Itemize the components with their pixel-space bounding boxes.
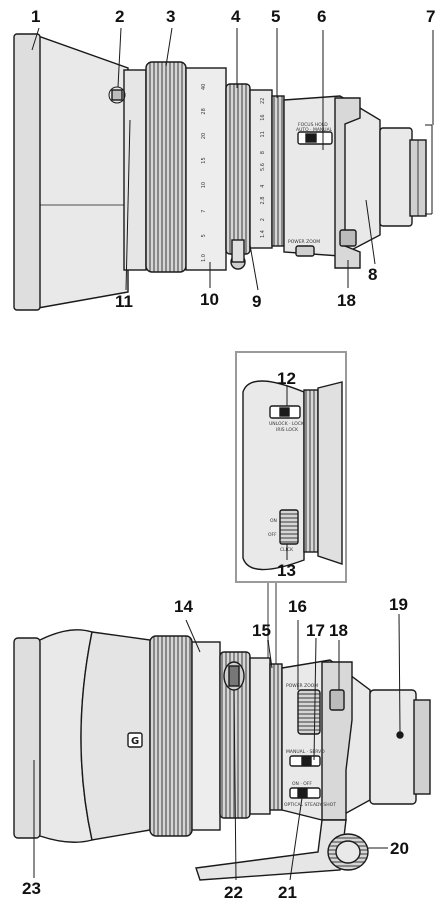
scale-a: 1.0 5 7 10 15 20 28 40 xyxy=(201,84,207,262)
manual-servo-label: MANUAL · SERVO xyxy=(286,749,325,755)
callout-13: 13 xyxy=(277,561,296,580)
zoom-ring xyxy=(145,61,187,273)
scale-b-label-5: 8 xyxy=(260,151,266,154)
top-leaders xyxy=(31,27,434,291)
callout-10: 10 xyxy=(200,290,219,309)
click-off-text: OFF xyxy=(268,532,277,538)
callout-1: 1 xyxy=(31,7,41,26)
auto-manual-label: AUTO · MANUAL xyxy=(296,127,333,133)
scale-barrel xyxy=(185,67,227,271)
scale-a-label-0: 1.0 xyxy=(201,254,207,262)
callout-3: 3 xyxy=(166,7,176,26)
callout-23: 23 xyxy=(22,879,41,898)
click-on-text: ON xyxy=(270,518,277,524)
scale-a-label-1: 5 xyxy=(201,234,207,237)
callout-2: 2 xyxy=(115,7,125,26)
g-badge xyxy=(127,732,143,748)
power-zoom-top-label: POWER ZOOM xyxy=(288,239,320,245)
oss-on-off-label: ON · OFF xyxy=(292,781,312,787)
callout-18-top: 18 xyxy=(337,291,356,310)
scale-b-label-3: 4 xyxy=(260,185,266,188)
tripod-foot xyxy=(195,819,347,881)
callout-5: 5 xyxy=(271,7,281,26)
scale-a-label-2: 7 xyxy=(201,210,207,213)
callout-4: 4 xyxy=(231,7,241,26)
callout-14: 14 xyxy=(174,597,193,616)
scale-a-label-4: 15 xyxy=(201,157,207,163)
callout-12: 12 xyxy=(277,369,296,388)
scale-b-label-2: 2.8 xyxy=(260,197,266,205)
callout-21: 21 xyxy=(278,883,297,902)
scale-b-label-6: 11 xyxy=(260,131,266,137)
top-markings: FOCUS HOLD AUTO · MANUAL POWER ZOOM xyxy=(288,122,333,245)
callout-6: 6 xyxy=(317,7,327,26)
callout-17: 17 xyxy=(306,621,325,640)
bottom-markings: G POWER ZOOM MANUAL · SERVO ON · OFF OPT… xyxy=(131,683,336,808)
g-badge-text: G xyxy=(131,736,139,747)
scale-a-label-6: 28 xyxy=(201,108,207,114)
callout-15: 15 xyxy=(252,621,271,640)
top-lens xyxy=(13,33,427,311)
rear-barrel xyxy=(379,127,413,227)
scale-b-label-1: 2 xyxy=(260,218,266,221)
callout-22: 22 xyxy=(224,883,243,902)
click-switch xyxy=(279,509,299,545)
bottom-power-zoom-switch xyxy=(297,689,321,735)
callout-19: 19 xyxy=(389,595,408,614)
scale-b-label-0: 1.4 xyxy=(260,230,266,238)
bottom-leaders xyxy=(33,613,401,881)
iris-lock-text: UNLOCK · LOCK xyxy=(269,421,305,427)
scale-a-label-5: 20 xyxy=(201,133,207,139)
callout-11: 11 xyxy=(115,292,133,311)
callout-16: 16 xyxy=(288,597,307,616)
inset-ring xyxy=(303,389,319,553)
inset-panel: UNLOCK · LOCK IRIS LOCK ON OFF CLICK xyxy=(235,351,347,690)
callout-9: 9 xyxy=(252,292,262,311)
power-zoom-bottom-label: POWER ZOOM xyxy=(286,683,318,689)
power-zoom-lever-top xyxy=(295,245,315,257)
scale-a-label-7: 40 xyxy=(201,84,207,90)
lens-body xyxy=(283,95,381,257)
scale-b-label-7: 16 xyxy=(260,114,266,120)
callout-7: 7 xyxy=(426,7,436,26)
callout-18-bottom: 18 xyxy=(329,621,348,640)
callout-8: 8 xyxy=(368,265,378,284)
bottom-lens xyxy=(13,629,431,881)
scale-b-label-8: 22 xyxy=(260,98,266,104)
steady-shot-label: OPTICAL STEADY SHOT xyxy=(284,802,336,808)
aperture-ring xyxy=(271,95,285,247)
focus-ring xyxy=(225,83,251,255)
iris-lock-sub-text: IRIS LOCK xyxy=(276,427,299,433)
bottom-aperture-ring xyxy=(269,663,283,811)
scale-b: 1.4 2 2.8 4 5.6 8 11 16 22 xyxy=(260,98,266,238)
scale-a-label-3: 10 xyxy=(201,182,207,188)
callout-20: 20 xyxy=(390,839,409,858)
bottom-zoom-ring xyxy=(149,635,193,837)
hood-rim xyxy=(13,33,41,311)
focus-hold-label: FOCUS HOLD xyxy=(298,122,328,128)
scale-b-label-4: 5.6 xyxy=(260,163,266,171)
